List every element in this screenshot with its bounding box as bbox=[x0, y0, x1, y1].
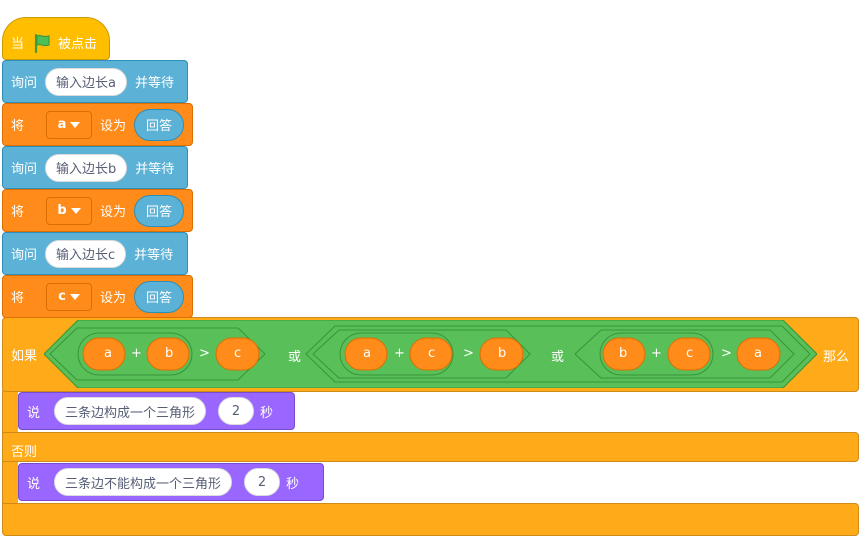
variable-dropdown[interactable]: a bbox=[46, 110, 93, 139]
ask-suffix: 并等待 bbox=[134, 76, 174, 91]
say-message-input[interactable]: 三条边构成一个三角形 bbox=[54, 397, 207, 425]
set-to-label: 设为 bbox=[100, 205, 127, 220]
var-a[interactable]: a bbox=[363, 346, 371, 361]
variable-name: b bbox=[57, 203, 67, 218]
seconds-unit: 秒 bbox=[260, 405, 274, 421]
ask-label: 询问 bbox=[11, 162, 38, 177]
green-flag-icon bbox=[34, 33, 50, 53]
seconds-input[interactable]: 2 bbox=[218, 397, 255, 425]
set-to-label: 设为 bbox=[100, 119, 127, 134]
if-else-arm bbox=[2, 460, 18, 505]
variable-dropdown[interactable]: b bbox=[46, 196, 93, 225]
set-variable-block-b[interactable]: 将 b 设为 回答 bbox=[2, 189, 193, 232]
caret-down-icon bbox=[69, 293, 80, 300]
greater-than-operator: > bbox=[199, 346, 210, 361]
or-label: 或 bbox=[551, 350, 565, 365]
plus-operator: + bbox=[394, 346, 405, 361]
ask-and-wait-block-a[interactable]: 询问 输入边长a 并等待 bbox=[2, 60, 188, 103]
var-c[interactable]: c bbox=[428, 346, 436, 361]
ask-question-input[interactable]: 输入边长a bbox=[45, 67, 127, 96]
ask-label: 询问 bbox=[11, 76, 38, 91]
caret-down-icon bbox=[70, 121, 81, 128]
say-message-input[interactable]: 三条边不能构成一个三角形 bbox=[54, 468, 233, 496]
set-variable-block-a[interactable]: 将 a 设为 回答 bbox=[2, 103, 193, 146]
var-a[interactable]: a bbox=[754, 346, 762, 361]
var-b[interactable]: b bbox=[619, 346, 628, 361]
set-variable-block-c[interactable]: 将 c 设为 回答 bbox=[2, 275, 193, 318]
var-a[interactable]: a bbox=[104, 346, 112, 361]
seconds-input[interactable]: 2 bbox=[244, 468, 281, 496]
variable-name: c bbox=[58, 289, 66, 304]
var-c[interactable]: c bbox=[234, 346, 242, 361]
plus-operator: + bbox=[131, 346, 142, 361]
ask-question-input[interactable]: 输入边长c bbox=[45, 239, 127, 268]
greater-than-operator: > bbox=[463, 346, 474, 361]
seconds-unit: 秒 bbox=[286, 476, 300, 492]
else-section: 否则 bbox=[2, 432, 859, 462]
ask-label: 询问 bbox=[11, 248, 38, 263]
set-to-label: 设为 bbox=[100, 291, 127, 306]
if-else-bottom bbox=[2, 503, 859, 536]
or-label: 或 bbox=[288, 350, 302, 365]
ask-and-wait-block-c[interactable]: 询问 输入边长c 并等待 bbox=[2, 232, 188, 275]
var-b[interactable]: b bbox=[165, 346, 174, 361]
ask-and-wait-block-b[interactable]: 询问 输入边长b 并等待 bbox=[2, 146, 188, 189]
then-label: 那么 bbox=[823, 350, 850, 365]
answer-reporter[interactable]: 回答 bbox=[134, 280, 185, 313]
plus-operator: + bbox=[651, 346, 662, 361]
when-flag-clicked-block[interactable]: 当 被点击 bbox=[2, 17, 110, 60]
ask-suffix: 并等待 bbox=[135, 162, 175, 177]
hat-prefix: 当 bbox=[11, 37, 25, 52]
ask-suffix: 并等待 bbox=[134, 248, 174, 263]
ask-question-input[interactable]: 输入边长b bbox=[45, 153, 128, 182]
variable-dropdown[interactable]: c bbox=[46, 282, 93, 311]
variable-name: a bbox=[57, 117, 67, 132]
var-c[interactable]: c bbox=[686, 346, 694, 361]
hat-suffix: 被点击 bbox=[58, 37, 98, 52]
var-b[interactable]: b bbox=[498, 346, 507, 361]
say-for-secs-block-no[interactable]: 说 三条边不能构成一个三角形 2 秒 bbox=[18, 463, 324, 501]
or-condition[interactable] bbox=[44, 320, 817, 388]
if-label: 如果 bbox=[11, 349, 38, 364]
set-label: 将 bbox=[11, 291, 25, 306]
greater-than-operator: > bbox=[721, 346, 732, 361]
set-label: 将 bbox=[11, 119, 25, 134]
say-for-secs-block-yes[interactable]: 说 三条边构成一个三角形 2 秒 bbox=[18, 392, 295, 430]
if-then-arm bbox=[2, 390, 18, 434]
caret-down-icon bbox=[70, 207, 81, 214]
else-label: 否则 bbox=[11, 445, 38, 460]
say-label: 说 bbox=[27, 476, 41, 492]
say-label: 说 bbox=[27, 405, 41, 421]
answer-reporter[interactable]: 回答 bbox=[134, 108, 185, 141]
set-label: 将 bbox=[11, 205, 25, 220]
answer-reporter[interactable]: 回答 bbox=[134, 194, 185, 227]
